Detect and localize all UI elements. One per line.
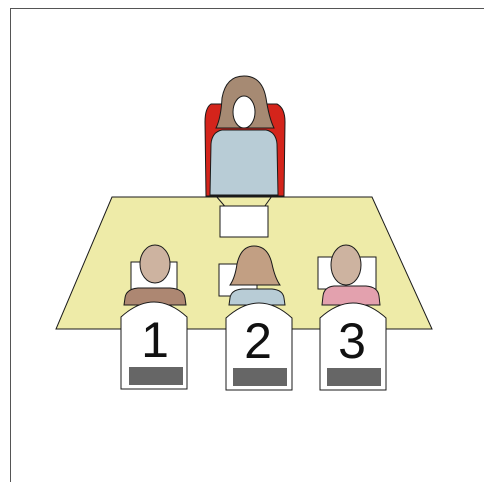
seat-3-bar xyxy=(327,368,381,386)
student-3-shirt xyxy=(322,286,380,305)
seat-1-bar xyxy=(129,367,183,385)
teacher-paper xyxy=(220,206,268,237)
seat-number-2: 2 xyxy=(244,313,272,369)
seat-card-3: 3 xyxy=(320,303,386,390)
seat-card-2: 2 xyxy=(226,303,292,390)
teacher-body xyxy=(210,130,278,195)
teacher-face xyxy=(233,96,255,128)
seat-card-1: 1 xyxy=(121,302,187,389)
seat-2-bar xyxy=(233,368,287,386)
seat-number-1: 1 xyxy=(141,312,169,368)
student-3-head xyxy=(331,245,361,285)
student-1-head xyxy=(140,245,170,283)
seat-number-3: 3 xyxy=(338,313,366,369)
